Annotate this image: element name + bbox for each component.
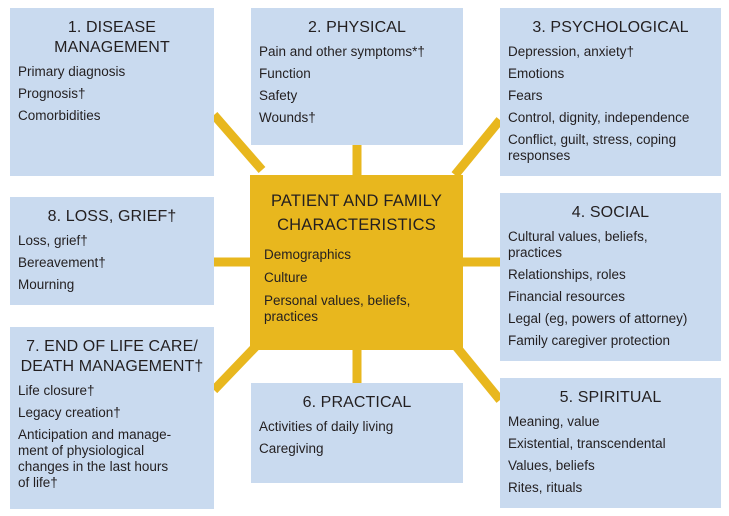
list-item: Emotions [508,66,565,81]
list-item: Life closure† [18,383,95,398]
list-item: Pain and other symptoms*† [259,44,425,59]
box-title: 1. DISEASE MANAGEMENT [54,19,170,56]
item-list: Pain and other symptoms*† Function Safet… [259,44,455,126]
list-item: Function [259,66,311,81]
list-item: Comorbidities [18,108,101,123]
list-item: Loss, grief† [18,233,88,248]
box-psychological: 3. PSYCHOLOGICAL Depression, anxiety† Em… [500,8,721,176]
box-title: 2. PHYSICAL [307,19,407,36]
list-item: Legal (eg, powers of attorney) [508,311,688,326]
list-item: Demographics [264,247,352,262]
list-item: Culture [264,270,308,285]
list-item: Relationships, roles [508,267,626,282]
item-list: Loss, grief† Bereavement† Mourning [18,233,206,293]
box-title: 8. LOSS, GRIEF† [47,208,177,225]
list-item: Financial resources [508,289,626,304]
list-item: Bereavement† [18,255,106,270]
center-patient-family: PATIENT AND FAMILY CHARACTERISTICS Demog… [250,175,463,350]
list-item: Anticipation and manage- ment of physiol… [18,427,172,490]
box-social: 4. SOCIAL Cultural values, beliefs, prac… [500,193,721,361]
box-title: 3. PSYCHOLOGICAL [532,19,689,36]
box-end-of-life-care: 7. END OF LIFE CARE/ DEATH MANAGEMENT† L… [10,327,214,509]
list-item: Wounds† [259,110,316,125]
list-item: Safety [259,88,298,103]
list-item: Personal values, beliefs, practices [264,293,411,324]
list-item: Mourning [18,277,75,292]
list-item: Caregiving [259,441,324,456]
box-disease-management: 1. DISEASE MANAGEMENT Primary diagnosis … [10,8,214,176]
box-title: 4. SOCIAL [571,204,650,221]
list-item: Control, dignity, independence [508,110,690,125]
item-list: Cultural values, beliefs, practices Rela… [508,229,713,349]
item-list: Life closure† Legacy creation† Anticipat… [18,383,206,491]
item-list: Activities of daily living Caregiving [259,419,455,457]
list-item: Family caregiver protection [508,333,671,348]
item-list: Meaning, value Existential, transcendent… [508,414,713,496]
box-loss-grief: 8. LOSS, GRIEF† Loss, grief† Bereavement… [10,197,214,305]
center-title: PATIENT AND FAMILY CHARACTERISTICS [270,192,443,234]
list-item: Prognosis† [18,86,86,101]
box-title: 5. SPIRITUAL [559,389,662,406]
list-item: Primary diagnosis [18,64,126,79]
item-list: Primary diagnosis Prognosis† Comorbiditi… [18,64,206,124]
list-item: Cultural values, beliefs, practices [508,229,648,260]
item-list: Demographics Culture Personal values, be… [264,247,449,325]
list-item: Conflict, guilt, stress, coping response… [508,132,677,163]
item-list: Depression, anxiety† Emotions Fears Cont… [508,44,713,164]
list-item: Depression, anxiety† [508,44,635,59]
list-item: Fears [508,88,543,103]
box-practical: 6. PRACTICAL Activities of daily living … [251,383,463,483]
list-item: Activities of daily living [259,419,394,434]
list-item: Existential, transcendental [508,436,666,451]
connector-disease [210,112,266,173]
box-title: 7. END OF LIFE CARE/ DEATH MANAGEMENT† [20,338,204,375]
connector-psychological [451,117,504,178]
list-item: Values, beliefs [508,458,595,473]
list-item: Legacy creation† [18,405,121,420]
list-item: Meaning, value [508,414,600,429]
connector-spiritual [451,342,504,403]
box-title: 6. PRACTICAL [302,394,412,411]
list-item: Rites, rituals [508,480,583,495]
box-spiritual: 5. SPIRITUAL Meaning, value Existential,… [500,378,721,508]
box-physical: 2. PHYSICAL Pain and other symptoms*† Fu… [251,8,463,145]
